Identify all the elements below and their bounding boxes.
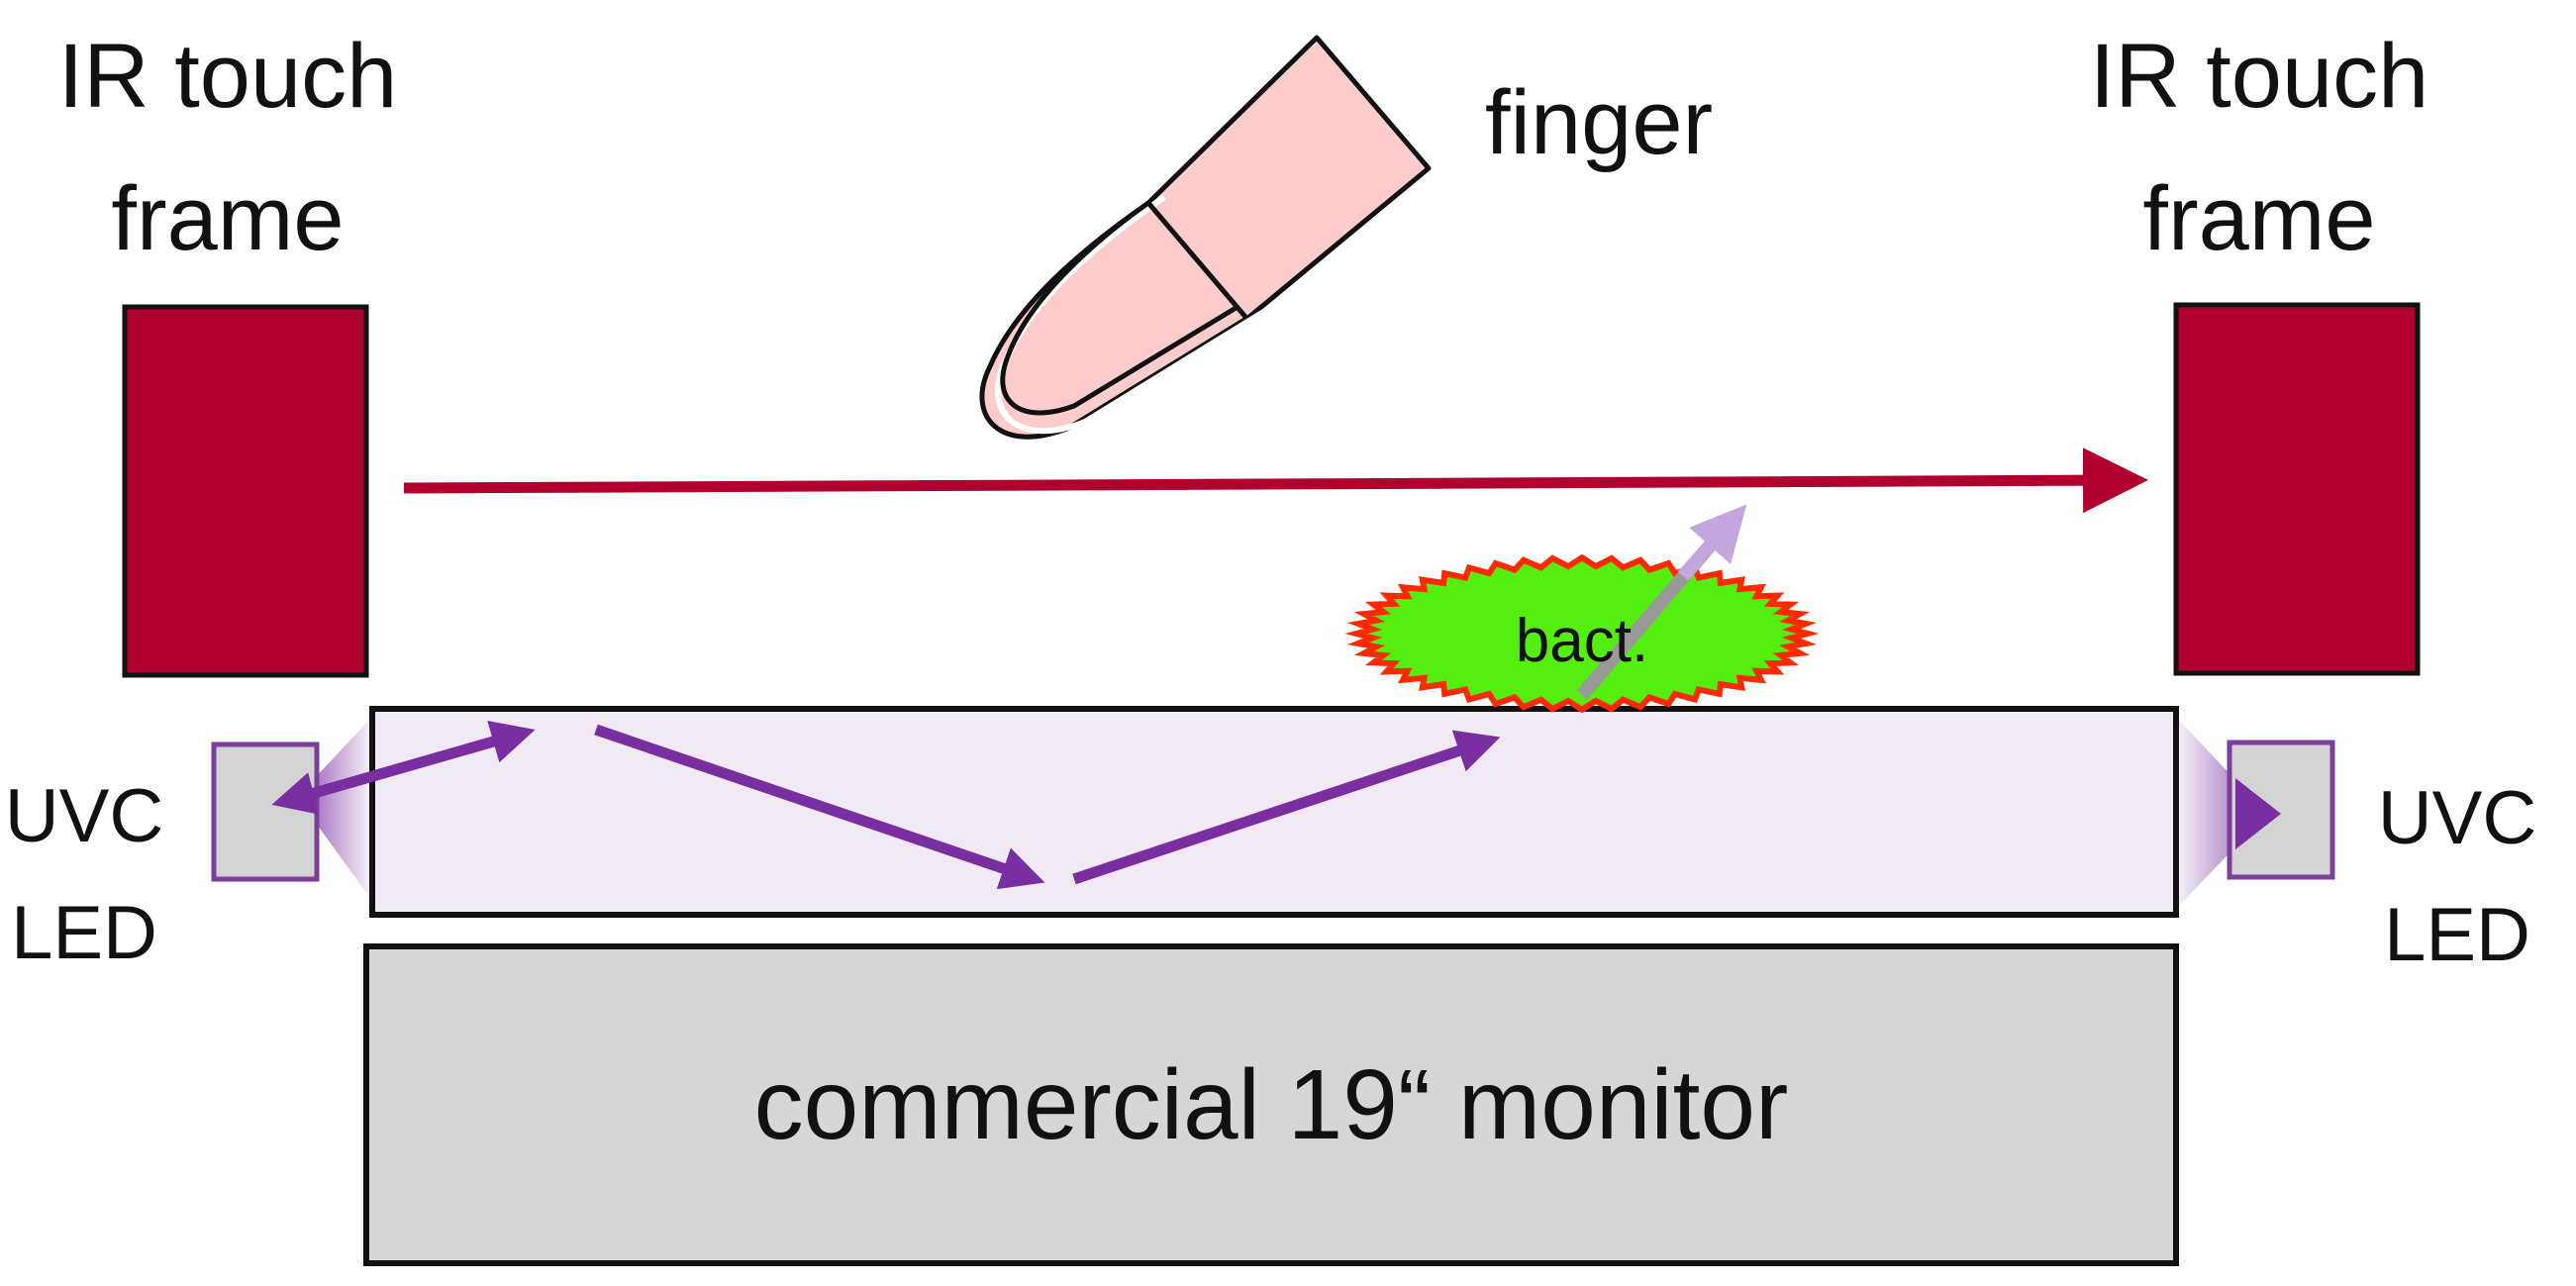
- uvc-led-right-beam-tip: [2235, 778, 2281, 849]
- ir-frame-right-label-line1: IR touch: [2090, 26, 2429, 127]
- uvc-led-left-label-line2: LED: [11, 891, 157, 975]
- ir-frame-right: [2173, 302, 2421, 676]
- bacteria-colony: bact.: [1344, 504, 1820, 714]
- ir-frame-right-label-line2: frame: [2142, 168, 2375, 269]
- uv-ray-segment-1: [295, 720, 536, 804]
- uvc-led-right-label-line2: LED: [2384, 893, 2530, 977]
- finger-icon: [979, 35, 1432, 440]
- monitor: [363, 943, 2179, 1266]
- uv-emission-right: [2176, 717, 2267, 909]
- uv-ray-backward-arrow: [271, 772, 320, 815]
- uvc-led-left-label-line1: UVC: [5, 774, 163, 858]
- bacteria-label: bact.: [1516, 607, 1648, 675]
- ir-frame-left-label-line1: IR touch: [58, 26, 398, 127]
- uv-emission-left: [297, 717, 372, 901]
- uv-scatter-arrow: [1677, 504, 1747, 581]
- uv-ray-segment-3: [1072, 730, 1501, 885]
- finger-label: finger: [1485, 72, 1713, 173]
- monitor-label: commercial 19“ monitor: [754, 1049, 1789, 1160]
- ir-beam-arrow: [403, 447, 2148, 514]
- uvc-led-left: [211, 742, 320, 882]
- uv-ray-segment-2: [594, 724, 1045, 890]
- ir-frame-left-label-line2: frame: [111, 168, 344, 269]
- ir-frame-left: [122, 304, 369, 678]
- uvc-led-right-label-line1: UVC: [2378, 776, 2536, 860]
